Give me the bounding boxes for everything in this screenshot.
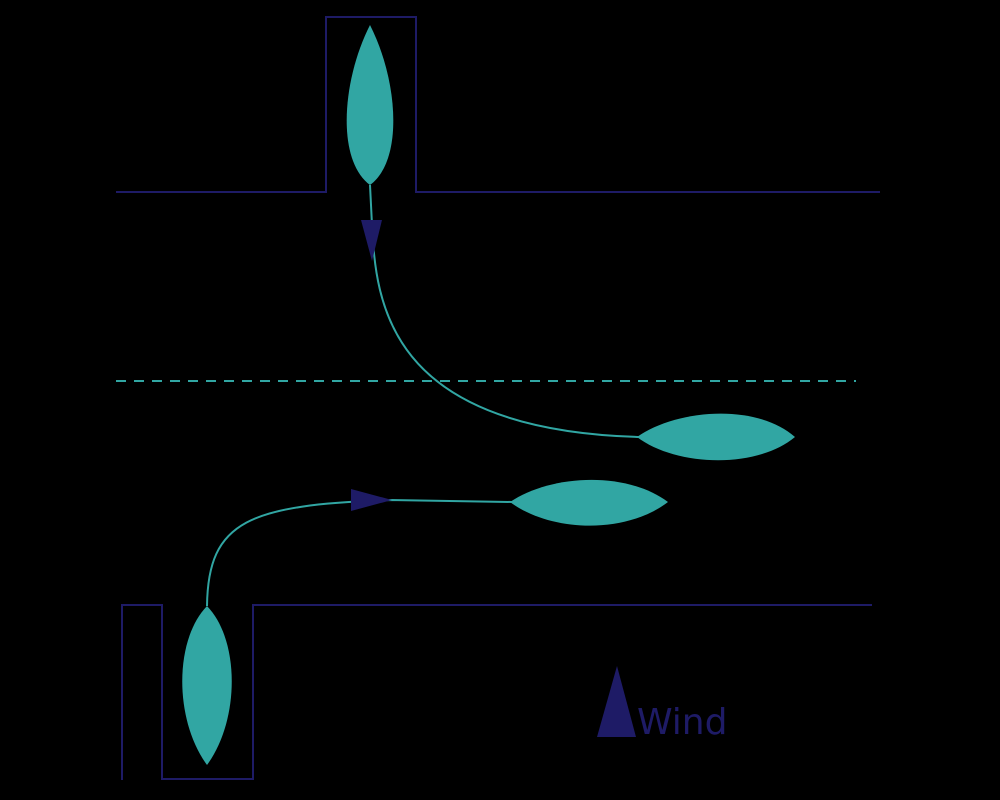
- boat-hull-icon: [346, 25, 394, 185]
- wind-arrow-icon: [597, 666, 636, 737]
- boat-hull-icon: [182, 606, 232, 765]
- top-quay-outline: [116, 16, 880, 193]
- boat-hull-icon: [637, 413, 795, 461]
- direction-arrow-icon: [361, 220, 382, 261]
- departure-track-bottom: [206, 498, 513, 607]
- bottom-quay-outline: [121, 604, 872, 780]
- direction-arrow-icon: [351, 489, 392, 511]
- boat-hull-icon: [510, 479, 668, 526]
- departure-track-top: [369, 184, 641, 438]
- wind-label: Wind: [637, 702, 727, 743]
